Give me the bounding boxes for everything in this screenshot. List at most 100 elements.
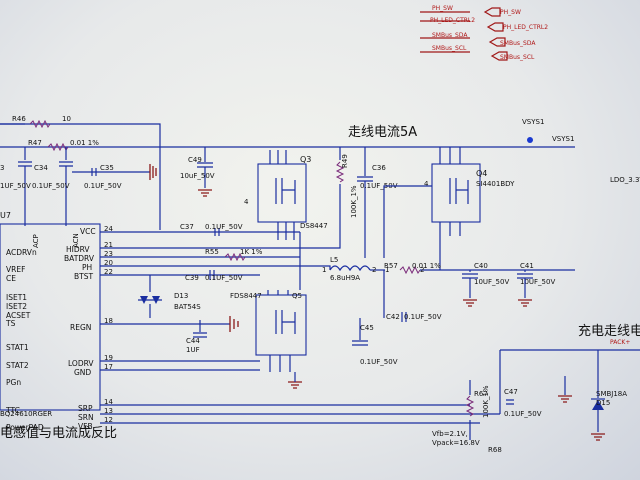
ic-pin-pgn: PGn	[6, 378, 21, 387]
vsys1-label-b: VSYS1	[552, 135, 574, 143]
pin-num-20: 20	[104, 259, 113, 267]
l5-value: 6.8uH9A	[330, 274, 360, 282]
r46-value: 10	[62, 115, 71, 123]
c40-ref: C40	[474, 262, 488, 270]
ic-pin-powerpad: PowerPAD	[6, 423, 44, 432]
pin-num-23: 23	[104, 250, 113, 258]
pin-num-22: 22	[104, 268, 113, 276]
ic-pin-batdrv: BATDRV	[64, 254, 95, 263]
d13-ref: D13	[174, 292, 188, 300]
c33-ref: 3	[0, 164, 4, 172]
c47-ref: C47	[504, 388, 518, 396]
q3-ref: Q3	[300, 155, 311, 164]
l5-ref: L5	[330, 256, 338, 264]
c37-value: 0.1UF_50V	[205, 223, 243, 231]
d15-ref: D15	[596, 399, 610, 407]
c40-value: 10UF_50V	[474, 278, 509, 286]
ic-pin-vcc: VCC	[80, 227, 96, 236]
c49-value: 10uF_50V	[180, 172, 215, 180]
pin-num-21: 21	[104, 241, 113, 249]
c45-ref: C45	[360, 324, 374, 332]
c35-value: 0.1UF_50V	[84, 182, 122, 190]
net-tag-ph-sw: PH_SW	[432, 5, 453, 12]
pack-label: PACK+	[610, 339, 630, 346]
diode-d13: D13 BAT54S	[138, 275, 201, 318]
c36-value: 0.1UF_50V	[360, 182, 398, 190]
r47-ref: R47	[28, 139, 42, 147]
c44-ref: C44	[186, 337, 200, 345]
ic-pin-gnd: GND	[74, 368, 91, 377]
r55-ref: R55	[205, 248, 219, 256]
r47-value: 0.01 1%	[70, 139, 99, 147]
pin-num-13: 13	[104, 407, 113, 415]
ic-u7: U7 BQ24610RGER ACP ACN ACDRVn VREF CE IS…	[0, 211, 101, 432]
ic-top-acn: ACN	[72, 233, 80, 248]
ic-ref: U7	[0, 211, 11, 220]
ic-pin-ts: TS	[5, 319, 16, 328]
d13-part: BAT54S	[174, 303, 201, 311]
net-tag-led-ctrl2-right: PH_LED_CTRL2	[503, 24, 548, 31]
net-tag-ph-sw-right: PH_SW	[500, 9, 521, 16]
net-tag-smbus-scl-right: SMBus_SCL	[500, 54, 535, 61]
ic-pin-lodrv: LODRV	[68, 359, 94, 368]
ic-pin-hidrv: HIDRV	[66, 245, 90, 254]
tvs-d15: SMBJ18A D15	[591, 350, 627, 432]
ic-pin-srn: SRN	[78, 413, 94, 422]
r57-pin1: 1	[385, 266, 389, 274]
q3-part: DS8447	[300, 222, 328, 230]
ic-pin-ce: CE	[6, 274, 16, 283]
c34-ref: C34	[34, 164, 48, 172]
pin-num-14: 14	[104, 398, 113, 406]
charge-trace-note: 充电走线电	[578, 323, 640, 339]
ic-pin-btst: BTST	[74, 272, 93, 281]
pin-num-12: 12	[104, 416, 113, 424]
r57-value: 0.01 1%	[412, 262, 441, 270]
c49-ref: C49	[188, 156, 202, 164]
ic-pin-acset: ACSET	[6, 311, 31, 320]
c47-value: 0.1UF_50V	[504, 410, 542, 418]
pin-num-24: 24	[104, 225, 113, 233]
q3-pin4: 4	[244, 198, 249, 206]
c33-value: 1UF_50V	[0, 182, 31, 190]
r67-ref: R67	[474, 390, 488, 398]
l5-pin2: 2	[372, 266, 376, 274]
net-tag-smbus-scl: SMBus_SCL	[432, 45, 467, 52]
ldo-label: LDO_3.3V	[610, 176, 640, 184]
ic-pin-regn: REGN	[70, 323, 91, 332]
net-tag-smbus-sda: SMBus_SDA	[432, 32, 468, 39]
r49-value: 100K_1%	[350, 185, 358, 218]
ic-pin-stat2: STAT2	[6, 361, 29, 370]
q5-ref: Q5	[292, 292, 302, 300]
mosfet-q4: Q4 SI4401BDY 4	[424, 147, 515, 236]
c44-value: 1UF	[186, 346, 200, 354]
q4-part: SI4401BDY	[476, 180, 515, 188]
vfb-note-1: Vfb=2.1V,	[432, 430, 468, 438]
c41-value: 10UF_50V	[520, 278, 555, 286]
ic-pin-vfb: VFB	[78, 422, 93, 431]
r46-ref: R46	[12, 115, 26, 123]
q4-pin4: 4	[424, 180, 429, 188]
c45-value: 0.1UF_50V	[360, 358, 398, 366]
sense-note: 电感值与电流成反比	[0, 425, 117, 441]
trace-current-note: 走线电流5A	[348, 125, 417, 140]
r57-pin2: 2	[420, 266, 424, 274]
c39-value: 0.1UF_50V	[205, 274, 243, 282]
d15-part: SMBJ18A	[596, 390, 627, 398]
ic-pin-iset2: ISET2	[6, 302, 27, 311]
ic-part: BQ24610RGER	[0, 410, 52, 418]
pin-num-17: 17	[104, 363, 113, 371]
c42-value: 0.1UF_50V	[404, 313, 442, 321]
pin-num-18: 18	[104, 317, 113, 325]
c37-ref: C37	[180, 223, 194, 231]
r55-value: 1K 1%	[240, 248, 263, 256]
l5-pin1: 1	[322, 266, 326, 274]
net-tags: PH_SW PH_LED_CTRL2 SMBus_SDA SMBus_SCL P…	[420, 5, 548, 61]
mosfet-q5: FDS8447 Q5	[230, 290, 307, 372]
r68-ref: R68	[488, 446, 502, 454]
ic-pin-ttc: TTC	[5, 406, 20, 415]
ic-pin-iset1: ISET1	[6, 293, 27, 302]
vfb-note-2: Vpack=16.8V	[432, 439, 480, 447]
mosfet-q3: Q3 4 DS8447	[244, 150, 328, 240]
